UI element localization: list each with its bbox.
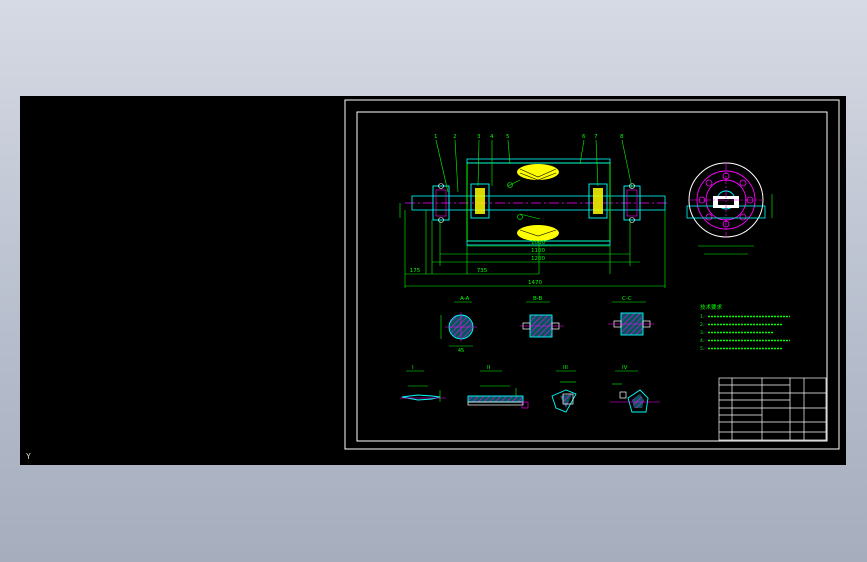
notes-list: 1. 2. 3. 4. 5. bbox=[700, 314, 790, 352]
balloon-label: 8 bbox=[620, 134, 624, 140]
notes-title: 技术要求 bbox=[700, 303, 723, 311]
dimension-lines bbox=[399, 203, 665, 287]
section-a-a-title: A-A bbox=[460, 296, 470, 302]
section-a-a[interactable]: A-A 45 bbox=[440, 296, 477, 354]
title-block[interactable] bbox=[718, 377, 827, 441]
section-c-c[interactable]: C-C bbox=[608, 296, 654, 336]
balloon-label: 5 bbox=[506, 134, 510, 140]
dim-housing-span: 1200 bbox=[531, 256, 545, 262]
balloon-leader bbox=[507, 139, 511, 165]
dim-half-length: 735 bbox=[477, 268, 488, 274]
note-item: 4. bbox=[700, 338, 704, 344]
main-assembly-view[interactable] bbox=[404, 158, 668, 288]
technical-notes: 技术要求 1. 2. 3. 4. 5. bbox=[700, 303, 790, 352]
section-a-a-dim: 45 bbox=[458, 348, 464, 354]
balloon-label: 6 bbox=[582, 134, 586, 140]
sheet-outer-border bbox=[344, 99, 840, 450]
balloon-label: 3 bbox=[477, 134, 481, 140]
detail-i-title: I bbox=[412, 365, 414, 371]
balloon-leader bbox=[477, 139, 480, 187]
end-view[interactable] bbox=[686, 162, 773, 255]
main-dimension-texts: 175 735 1470 1000 1100 1200 bbox=[410, 240, 546, 286]
balloon-leader bbox=[435, 139, 449, 193]
balloon-leader bbox=[621, 139, 633, 189]
note-item: 1. bbox=[700, 314, 704, 320]
section-b-b-title: B-B bbox=[533, 296, 543, 302]
dim-left-overhang: 175 bbox=[410, 268, 421, 274]
balloon-label: 4 bbox=[490, 134, 494, 140]
section-b-b[interactable]: B-B bbox=[520, 296, 564, 338]
note-item: 5. bbox=[700, 346, 704, 352]
sheet-inner-border bbox=[356, 111, 828, 442]
section-c-c-title: C-C bbox=[622, 296, 632, 302]
detail-iii[interactable]: III bbox=[551, 365, 577, 413]
note-item: 2. bbox=[700, 322, 704, 328]
balloon-leader bbox=[579, 139, 585, 165]
balloon-leader bbox=[454, 139, 459, 193]
note-item: 3. bbox=[700, 330, 704, 336]
balloon-label: 2 bbox=[453, 134, 457, 140]
detail-ii-title: II bbox=[487, 365, 491, 371]
dim-total-length: 1470 bbox=[528, 280, 542, 286]
ucs-icon-label: Y bbox=[26, 452, 31, 461]
detail-iv-title: IV bbox=[622, 365, 628, 371]
balloon-label: 7 bbox=[594, 134, 598, 140]
balloon-label: 1 bbox=[434, 134, 438, 140]
detail-i[interactable]: I bbox=[400, 365, 446, 402]
balloon-leader bbox=[595, 139, 599, 187]
part-balloons: 1 2 3 4 5 6 7 8 bbox=[434, 134, 633, 193]
dim-bearing-span: 1100 bbox=[531, 248, 545, 254]
dim-drum-width: 1000 bbox=[531, 240, 545, 246]
detail-iii-title: III bbox=[563, 365, 568, 371]
detail-iv[interactable]: IV bbox=[610, 365, 660, 413]
detail-ii[interactable]: II bbox=[467, 365, 529, 409]
